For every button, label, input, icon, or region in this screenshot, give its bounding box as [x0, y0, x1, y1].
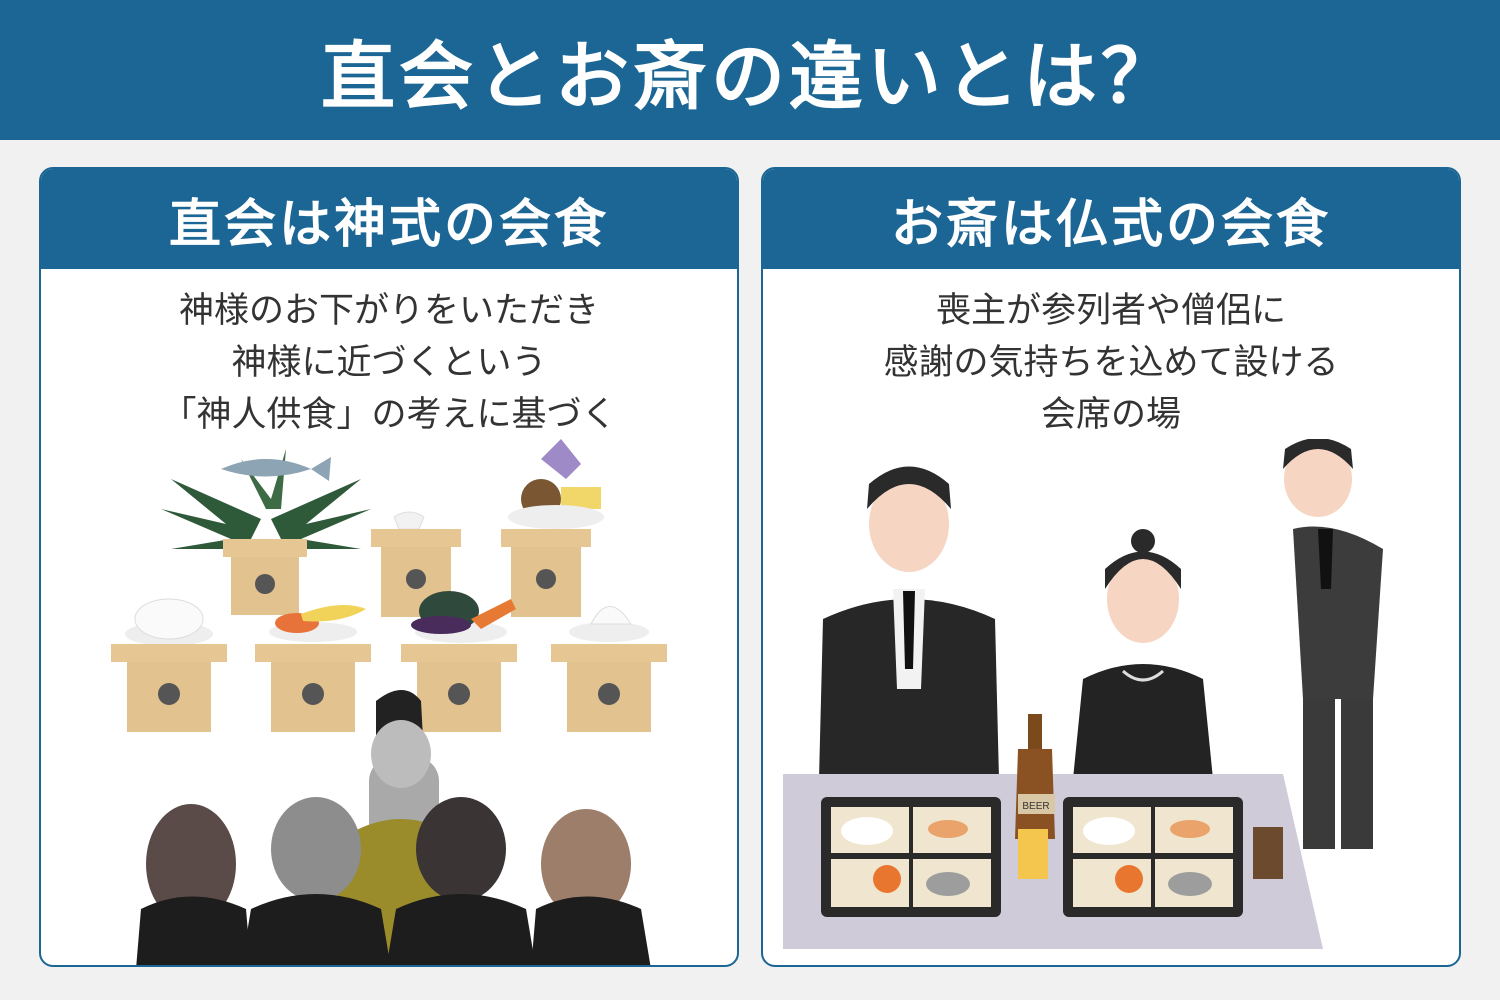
altar-front-3: [401, 591, 517, 732]
naorai-line-1: 神様のお下がりをいただき: [178, 291, 599, 331]
sakaki-branch-icon: [161, 449, 371, 549]
shinto-offering-illustration: [111, 439, 667, 965]
mourner-woman-figure: [1073, 529, 1213, 779]
otoki-line-2: 感謝の気持ちを込めて設ける: [883, 343, 1339, 383]
naorai-description: 神様のお下がりをいただき 神様に近づくという 「神人供食」の考えに基づく: [41, 285, 737, 441]
otoki-line-3: 会席の場: [1040, 395, 1181, 435]
otoki-card-header: お斎は仏式の会食: [763, 169, 1459, 269]
mourner-man-figure: [819, 466, 999, 779]
altar-front-2: [255, 605, 371, 732]
beer-glass-icon: [1018, 829, 1048, 879]
tea-glass-icon: [1253, 827, 1283, 879]
fish-offering-icon: [221, 457, 331, 481]
otoki-heading: お斎は仏式の会食: [890, 194, 1331, 255]
worshipper-2: [241, 797, 391, 965]
naorai-card: 直会は神式の会食 神様のお下がりをいただき 神様に近づくという 「神人供食」の考…: [39, 167, 739, 967]
worshipper-4: [531, 809, 651, 965]
naorai-heading: 直会は神式の会食: [168, 194, 609, 255]
otoki-card: お斎は仏式の会食 喪主が参列者や僧侶に 感謝の気持ちを込めて設ける 会席の場: [761, 167, 1461, 967]
naorai-line-3: 「神人供食」の考えに基づく: [161, 395, 617, 435]
altar-front-4: [551, 606, 667, 732]
page-title: 直会とお斎の違いとは？: [321, 33, 1179, 120]
naorai-line-2: 神様に近づくという: [231, 343, 547, 383]
otoki-description: 喪主が参列者や僧侶に 感謝の気持ちを込めて設ける 会席の場: [763, 285, 1459, 441]
bowing-man-figure: [1283, 439, 1383, 849]
altar-back-3: [501, 439, 604, 617]
altar-front-1: [111, 598, 227, 732]
worshipper-1: [136, 804, 251, 965]
naorai-card-header: 直会は神式の会食: [41, 169, 737, 269]
bento-box-2: [1063, 797, 1243, 917]
worshipper-3: [386, 797, 536, 965]
buddhist-meal-illustration: BEER: [783, 439, 1383, 949]
page-header: 直会とお斎の違いとは？: [0, 0, 1500, 140]
altar-back-1: [223, 539, 307, 615]
bento-box-1: [821, 797, 1001, 917]
beer-bottle-icon: BEER: [1015, 714, 1055, 839]
otoki-line-1: 喪主が参列者や僧侶に: [935, 291, 1286, 331]
beer-bottle-label: BEER: [1022, 801, 1049, 812]
